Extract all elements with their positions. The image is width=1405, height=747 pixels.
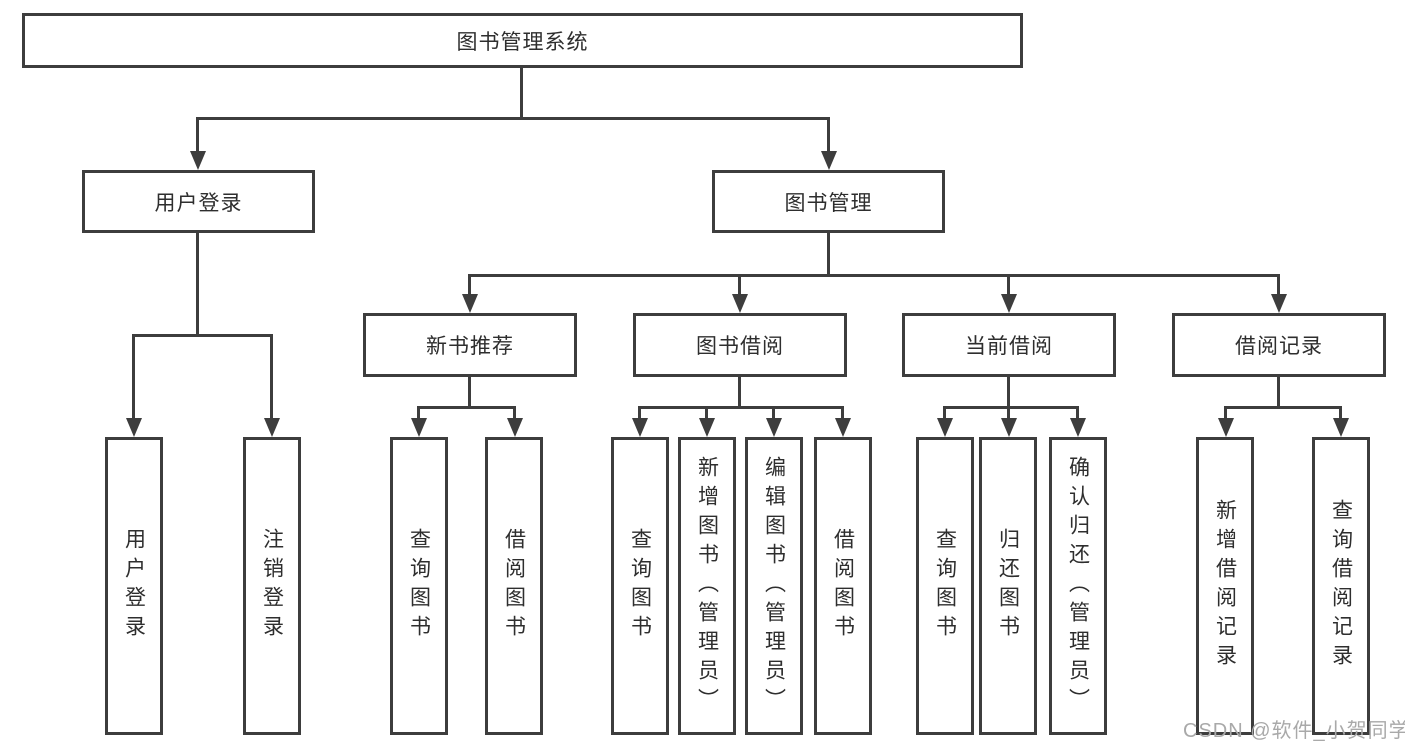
leaf-label: 确认归还（管理员） xyxy=(1066,455,1090,717)
connector-line xyxy=(132,334,135,420)
connector-line xyxy=(1007,406,1010,420)
leaf-label: 查询图书 xyxy=(628,528,652,644)
connector-line xyxy=(1007,274,1010,296)
node-book-management: 图书管理 xyxy=(712,170,945,233)
leaf-user-login: 用户登录 xyxy=(105,437,163,735)
leaf-borrow-books: 借阅图书 xyxy=(814,437,872,735)
connector-line xyxy=(638,406,641,420)
arrow-down-icon xyxy=(766,418,782,437)
leaf-label: 查询借阅记录 xyxy=(1329,499,1353,673)
leaf-add-borrow-record: 新增借阅记录 xyxy=(1196,437,1254,735)
connector-line xyxy=(772,406,775,420)
node-user-login: 用户登录 xyxy=(82,170,315,233)
arrow-down-icon xyxy=(821,151,837,170)
arrow-down-icon xyxy=(126,418,142,437)
connector-line xyxy=(468,274,471,296)
leaf-query-books-borrow: 查询图书 xyxy=(611,437,669,735)
leaf-label: 借阅图书 xyxy=(831,528,855,644)
leaf-return-books: 归还图书 xyxy=(979,437,1037,735)
leaf-label: 查询图书 xyxy=(407,528,431,644)
leaf-query-borrow-record: 查询借阅记录 xyxy=(1312,437,1370,735)
leaf-confirm-return-admin: 确认归还（管理员） xyxy=(1049,437,1107,735)
connector-line xyxy=(1277,274,1280,296)
arrow-down-icon xyxy=(1333,418,1349,437)
connector-line xyxy=(417,406,420,420)
arrow-down-icon xyxy=(190,151,206,170)
connector-line xyxy=(738,274,741,296)
arrow-down-icon xyxy=(632,418,648,437)
connector-line xyxy=(943,406,946,420)
connector-line xyxy=(827,232,830,276)
leaf-label: 编辑图书（管理员） xyxy=(762,455,786,717)
connector-line xyxy=(513,406,516,420)
arrow-down-icon xyxy=(1001,294,1017,313)
leaf-label: 查询图书 xyxy=(933,528,957,644)
arrow-down-icon xyxy=(937,418,953,437)
arrow-down-icon xyxy=(732,294,748,313)
connector-line xyxy=(196,117,199,153)
csdn-watermark: CSDN @软件_小贺同学 xyxy=(1183,720,1405,742)
connector-line xyxy=(1007,377,1010,408)
leaf-label: 归还图书 xyxy=(996,528,1020,644)
connector-line xyxy=(1224,406,1227,420)
leaf-logout: 注销登录 xyxy=(243,437,301,735)
leaf-label: 借阅图书 xyxy=(502,528,526,644)
connector-line xyxy=(132,334,273,337)
node-new-book-recommendation: 新书推荐 xyxy=(363,313,577,377)
connector-line xyxy=(196,117,830,120)
connector-line xyxy=(468,377,471,408)
node-borrowing-records: 借阅记录 xyxy=(1172,313,1386,377)
leaf-query-books-recommend: 查询图书 xyxy=(390,437,448,735)
leaf-add-books-admin: 新增图书（管理员） xyxy=(678,437,736,735)
connector-line xyxy=(1076,406,1079,420)
node-current-borrowing: 当前借阅 xyxy=(902,313,1116,377)
connector-line xyxy=(196,233,199,336)
arrow-down-icon xyxy=(1001,418,1017,437)
connector-line xyxy=(705,406,708,420)
connector-line xyxy=(270,334,273,420)
connector-line xyxy=(468,274,1280,277)
connector-line xyxy=(943,406,1079,409)
leaf-query-books-current: 查询图书 xyxy=(916,437,974,735)
connector-line xyxy=(520,68,523,118)
node-library-management-system: 图书管理系统 xyxy=(22,13,1023,68)
leaf-label: 新增图书（管理员） xyxy=(695,455,719,717)
connector-line xyxy=(1224,406,1342,409)
connector-line xyxy=(841,406,844,420)
leaf-label: 注销登录 xyxy=(260,528,284,644)
arrow-down-icon xyxy=(1218,418,1234,437)
arrow-down-icon xyxy=(264,418,280,437)
connector-line xyxy=(827,117,830,153)
connector-line xyxy=(638,406,844,409)
leaf-edit-books-admin: 编辑图书（管理员） xyxy=(745,437,803,735)
leaf-label: 用户登录 xyxy=(122,528,146,644)
connector-line xyxy=(1277,377,1280,408)
arrow-down-icon xyxy=(507,418,523,437)
connector-line xyxy=(738,377,741,408)
node-book-borrowing: 图书借阅 xyxy=(633,313,847,377)
arrow-down-icon xyxy=(411,418,427,437)
leaf-borrow-books-recommend: 借阅图书 xyxy=(485,437,543,735)
arrow-down-icon xyxy=(462,294,478,313)
arrow-down-icon xyxy=(699,418,715,437)
arrow-down-icon xyxy=(835,418,851,437)
connector-line xyxy=(1339,406,1342,420)
connector-line xyxy=(417,406,516,409)
arrow-down-icon xyxy=(1070,418,1086,437)
leaf-label: 新增借阅记录 xyxy=(1213,499,1237,673)
arrow-down-icon xyxy=(1271,294,1287,313)
